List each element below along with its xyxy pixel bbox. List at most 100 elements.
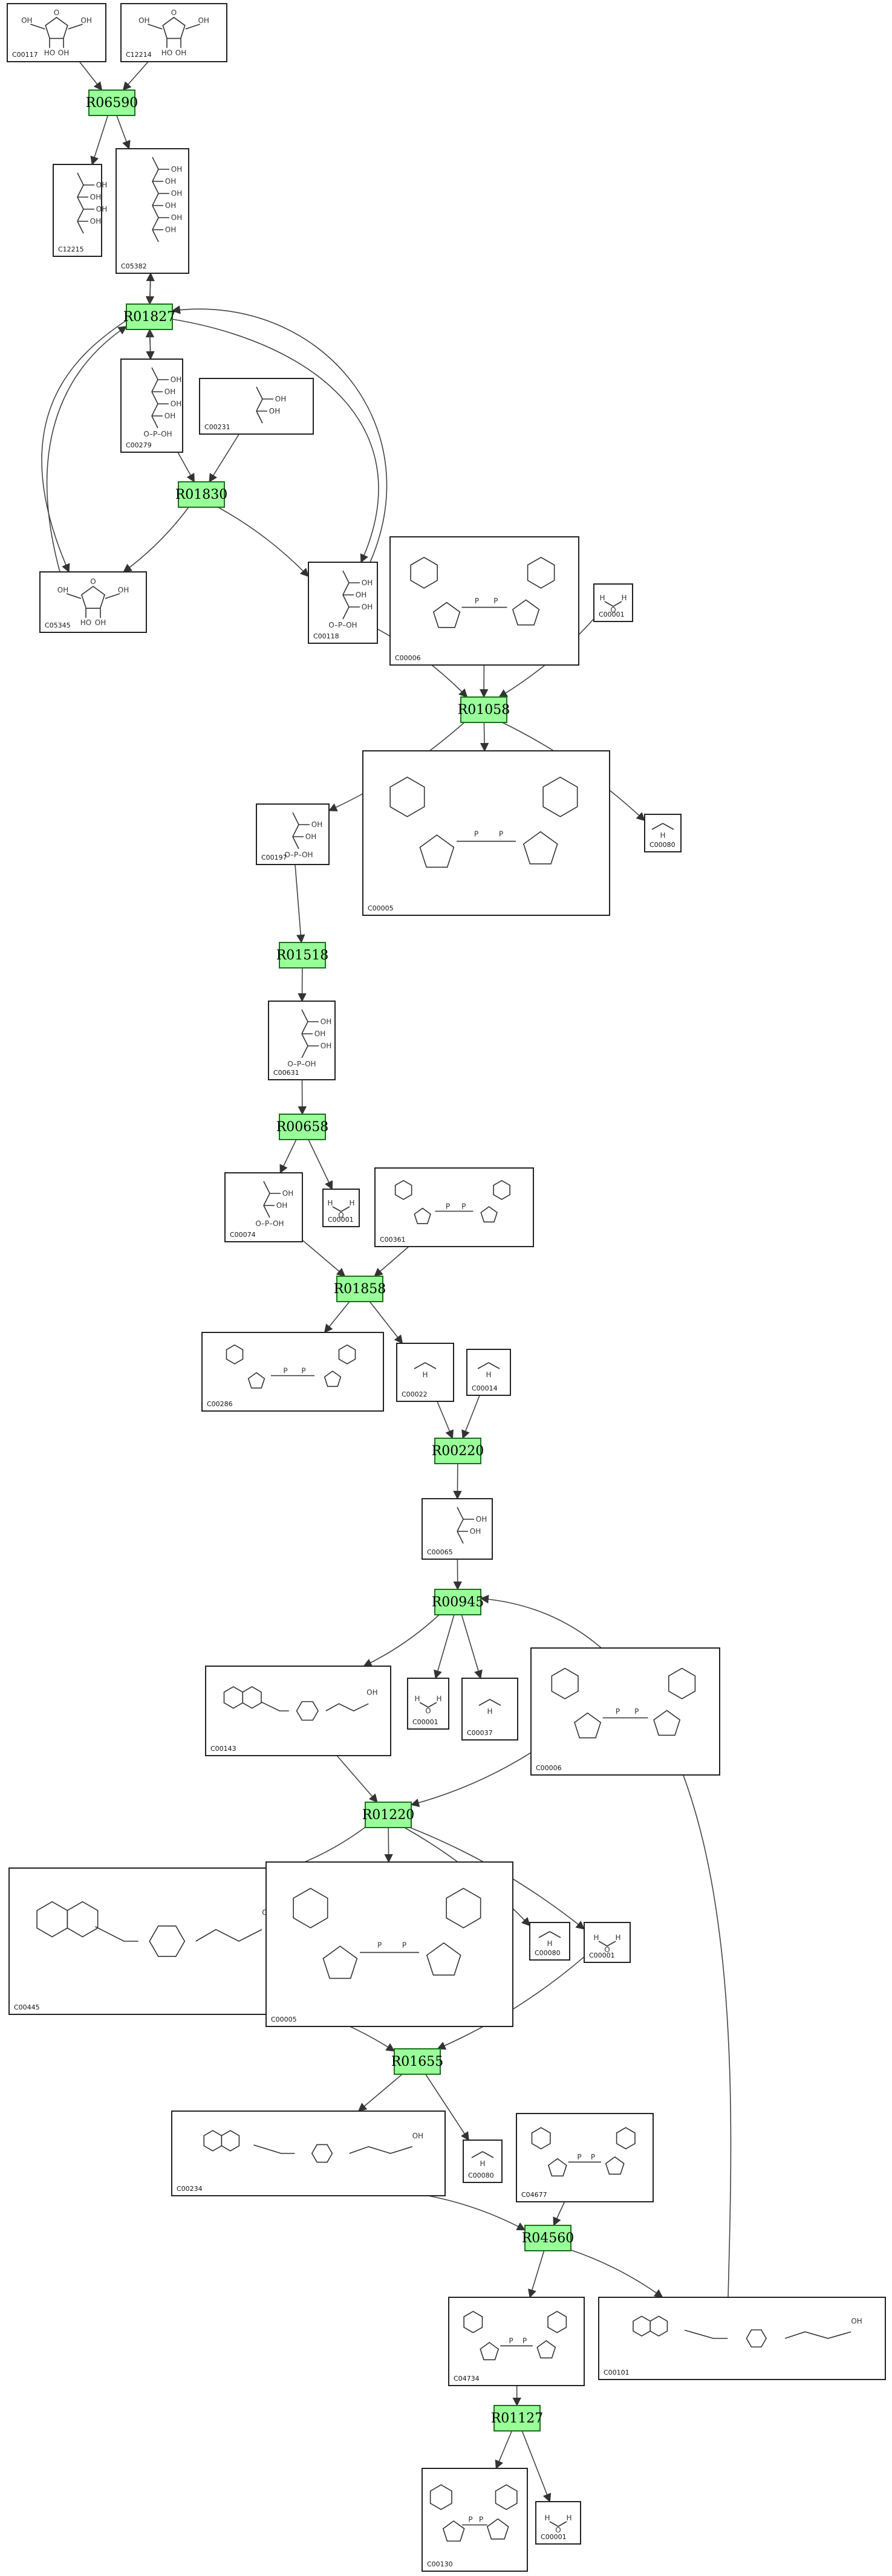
compound-id-label: C00101: [604, 2369, 630, 2376]
reaction-box: [365, 1802, 412, 1828]
reaction-edge: [336, 1755, 378, 1803]
reaction-node[interactable]: R00945: [432, 1589, 484, 1615]
reaction-node[interactable]: R01655: [391, 2048, 444, 2075]
compound-box: [407, 1678, 449, 1730]
svg-text:O–P–OH: O–P–OH: [284, 851, 313, 859]
svg-text:OH: OH: [305, 832, 316, 841]
svg-text:OH: OH: [138, 16, 149, 25]
svg-text:OH: OH: [362, 603, 373, 611]
reaction-edge: [218, 507, 310, 577]
reaction-node[interactable]: R00658: [276, 1114, 329, 1140]
compound-box: [535, 2501, 581, 2545]
compound-box: [7, 3, 106, 62]
reaction-edge: [374, 1246, 409, 1277]
reaction-node[interactable]: R01830: [175, 481, 228, 508]
reaction-edge: [553, 2201, 565, 2227]
compound-box: [205, 1666, 391, 1756]
svg-text:OH: OH: [57, 586, 68, 594]
reaction-node[interactable]: R00220: [432, 1438, 484, 1464]
reaction-id-label: R00658: [276, 1120, 329, 1135]
compound-box: [422, 1498, 493, 1560]
reaction-node[interactable]: R01518: [276, 942, 329, 968]
compound-box: [593, 583, 633, 622]
svg-text:P: P: [479, 2515, 483, 2523]
compound-node[interactable]: OHC00445: [8, 1867, 297, 2015]
svg-text:H: H: [615, 1933, 620, 1942]
reaction-edge: [480, 1594, 732, 2298]
reaction-node[interactable]: R01220: [362, 1802, 415, 1828]
svg-text:O–P–OH: O–P–OH: [143, 430, 172, 438]
svg-text:P: P: [475, 597, 479, 605]
compound-id-label: C00197: [261, 854, 287, 861]
reaction-node[interactable]: R01058: [458, 696, 510, 723]
reaction-node[interactable]: R01127: [491, 2405, 544, 2432]
reaction-edge: [425, 2074, 469, 2141]
reaction-node[interactable]: R01858: [334, 1276, 386, 1302]
reaction-box: [493, 2405, 541, 2432]
svg-text:HO: HO: [161, 48, 172, 57]
svg-text:OH: OH: [171, 400, 181, 408]
reaction-id-label: R01655: [391, 2054, 444, 2069]
svg-text:OH: OH: [164, 388, 175, 396]
svg-text:HO: HO: [44, 48, 55, 57]
reaction-edge: [363, 1614, 440, 1667]
reaction-node[interactable]: R01827: [123, 303, 176, 330]
svg-text:H: H: [436, 1695, 441, 1703]
compound-id-label: C00006: [395, 654, 421, 662]
reaction-edge: [146, 272, 155, 305]
reaction-edge: [521, 2430, 552, 2503]
svg-text:O–P–OH: O–P–OH: [287, 1060, 316, 1068]
reaction-edge: [209, 433, 239, 483]
svg-text:OH: OH: [314, 1030, 325, 1038]
reaction-box: [126, 303, 173, 330]
compound-id-label: C00037: [467, 1729, 493, 1737]
reaction-edge: [146, 329, 155, 360]
reaction-node[interactable]: R06590: [86, 89, 138, 116]
svg-text:OH: OH: [175, 48, 186, 57]
reaction-edge: [308, 1139, 333, 1190]
reaction-id-label: R00945: [432, 1595, 484, 1610]
svg-text:H: H: [349, 1199, 354, 1207]
svg-text:O: O: [425, 1707, 431, 1715]
svg-text:H: H: [414, 1695, 420, 1703]
svg-text:P: P: [283, 1367, 287, 1375]
compound-id-label: C00005: [271, 2016, 297, 2023]
reaction-node[interactable]: R04560: [522, 2225, 575, 2251]
